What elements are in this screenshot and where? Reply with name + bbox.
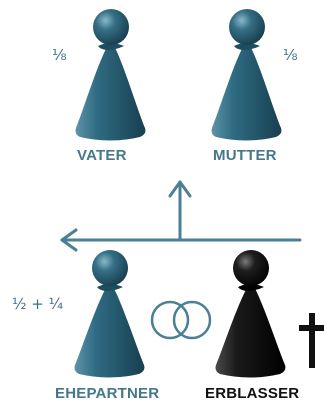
left-arrow-head — [60, 228, 78, 252]
share-ehepartner: ½ + ¼ — [12, 295, 64, 313]
pawn-ehepartner-icon — [74, 250, 145, 378]
pawn-vater-icon — [75, 9, 146, 141]
share-mutter: ⅛ — [283, 46, 298, 64]
label-erblasser: ERBLASSER — [205, 385, 300, 402]
up-arrow-head — [168, 180, 192, 198]
label-vater: VATER — [77, 147, 127, 164]
label-ehepartner: EHEPARTNER — [55, 385, 160, 402]
pawn-erblasser-icon — [215, 250, 286, 378]
wedding-rings-icon — [150, 300, 212, 340]
share-vater: ⅛ — [52, 46, 67, 64]
label-mutter: MUTTER — [213, 147, 277, 164]
flow-arrow-icon — [60, 180, 302, 252]
dagger-cross-icon — [299, 313, 324, 368]
pawn-mutter-icon — [211, 9, 282, 141]
